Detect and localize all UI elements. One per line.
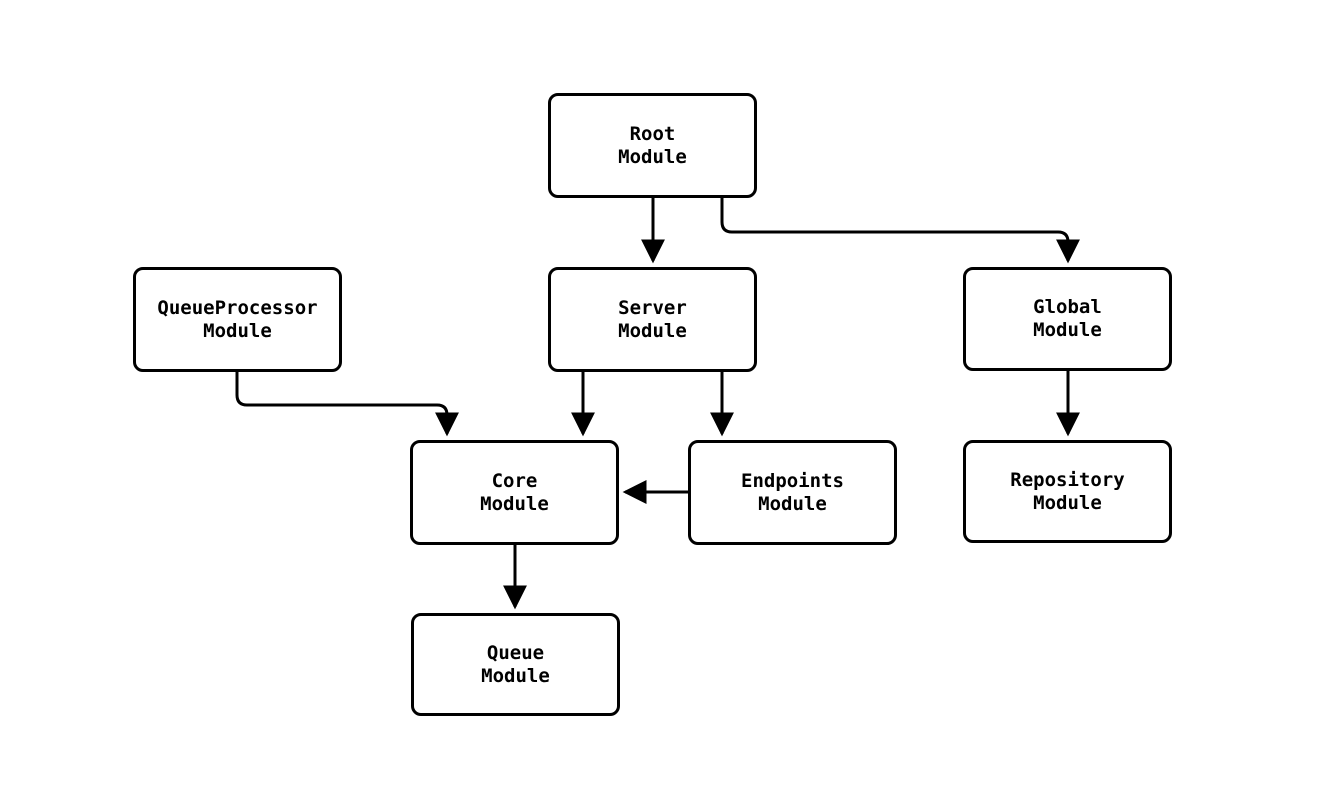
node-server-module-label: Server Module: [618, 296, 687, 342]
edge-root-to-global: [720, 198, 1080, 264]
node-queueprocessor-module-label: QueueProcessor Module: [157, 296, 318, 342]
node-global-module-label: Global Module: [1033, 296, 1102, 341]
node-endpoints-module: Endpoints Module: [688, 440, 897, 545]
node-root-module: Root Module: [548, 93, 757, 198]
edge-queueprocessor-to-core: [235, 372, 459, 437]
node-queue-module: Queue Module: [411, 613, 620, 716]
node-queueprocessor-module: QueueProcessor Module: [133, 267, 342, 372]
node-queue-module-label: Queue Module: [481, 641, 550, 687]
node-server-module: Server Module: [548, 267, 757, 372]
node-global-module: Global Module: [963, 267, 1172, 371]
node-core-module: Core Module: [410, 440, 619, 545]
node-endpoints-module-label: Endpoints Module: [741, 469, 844, 515]
node-core-module-label: Core Module: [480, 469, 549, 515]
node-repository-module: Repository Module: [963, 440, 1172, 543]
node-root-module-label: Root Module: [618, 122, 687, 168]
node-repository-module-label: Repository Module: [1010, 468, 1125, 514]
